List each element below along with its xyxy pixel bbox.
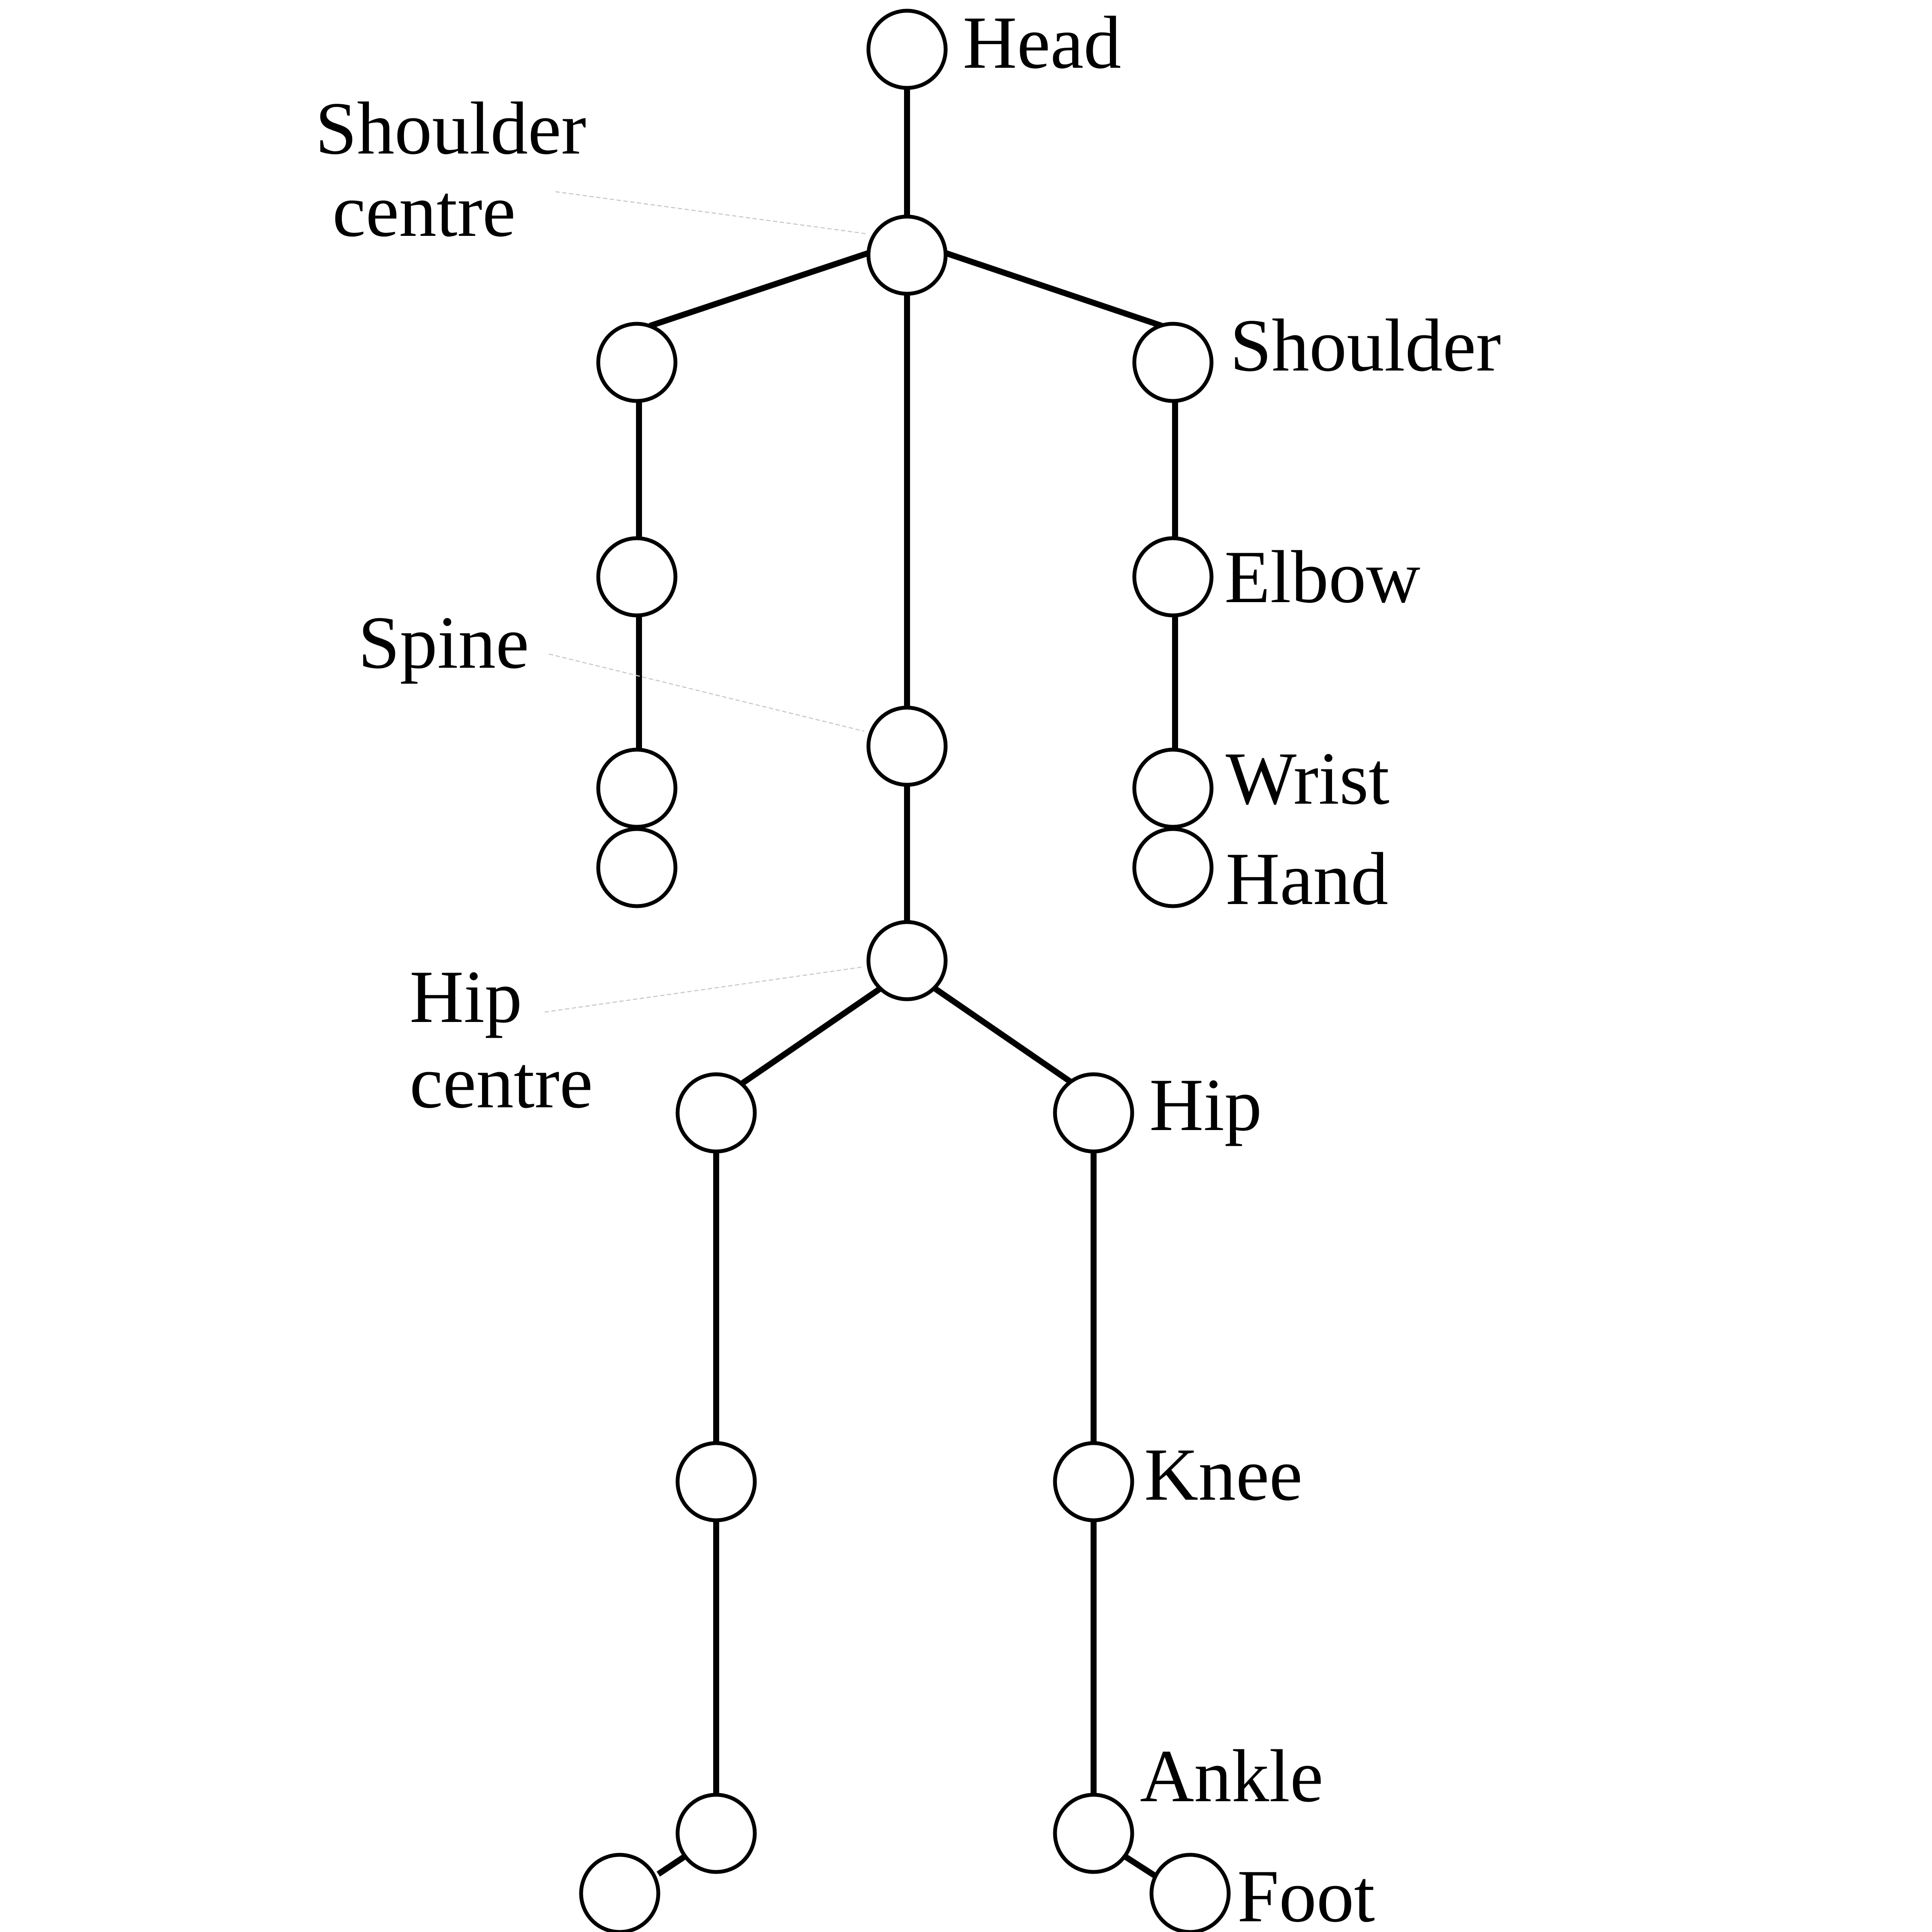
joint-shoulder-left — [596, 322, 678, 403]
bone-pelvis-left — [738, 984, 885, 1088]
label-knee: Knee — [1144, 1433, 1302, 1516]
label-shoulder-centre-line1: Shoulder — [315, 87, 586, 170]
joint-hip-centre — [866, 920, 948, 1001]
labels: Head Shoulder centre Shoulder Elbow Spin… — [315, 1, 1501, 1932]
label-elbow: Elbow — [1224, 535, 1420, 618]
joint-shoulder-centre — [866, 214, 948, 296]
label-wrist: Wrist — [1226, 737, 1389, 820]
label-ankle: Ankle — [1140, 1734, 1323, 1817]
joint-hip-left — [675, 1072, 757, 1154]
label-hand: Hand — [1226, 837, 1388, 920]
bone-foot-left — [657, 1854, 686, 1877]
leader-hip-centre — [544, 966, 862, 1013]
joint-wrist-right — [1132, 747, 1214, 829]
joint-foot-left — [579, 1853, 660, 1932]
label-foot: Foot — [1237, 1854, 1375, 1932]
joint-hand-right — [1132, 827, 1214, 908]
bone-clavicle-right — [944, 250, 1163, 329]
bone-pelvis-right — [933, 986, 1074, 1085]
joint-knee-right — [1053, 1441, 1134, 1522]
label-head: Head — [963, 1, 1121, 84]
joint-shoulder-right — [1132, 322, 1214, 403]
label-hip: Hip — [1149, 1063, 1262, 1146]
leader-lines — [544, 191, 867, 1013]
joints — [579, 9, 1231, 1932]
joint-elbow-right — [1132, 536, 1214, 618]
label-shoulder-centre-line2: centre — [332, 169, 515, 252]
leader-spine — [549, 653, 865, 732]
joint-ankle-left — [675, 1793, 757, 1874]
bone-clavicle-left — [648, 250, 870, 329]
joint-ankle-right — [1053, 1793, 1134, 1874]
label-hip-centre-line1: Hip — [410, 955, 522, 1038]
leader-shoulder-centre — [555, 191, 867, 235]
joint-foot-right — [1149, 1853, 1231, 1932]
joint-knee-left — [675, 1441, 757, 1522]
bones — [636, 88, 1178, 1879]
joint-wrist-left — [596, 747, 678, 829]
joint-elbow-left — [596, 536, 678, 618]
bone-foot-right — [1124, 1854, 1157, 1879]
joint-hand-left — [596, 827, 678, 908]
joint-hip-right — [1053, 1072, 1134, 1154]
label-shoulder: Shoulder — [1230, 304, 1501, 387]
joint-head — [866, 9, 948, 90]
label-hip-centre-line2: centre — [410, 1040, 593, 1124]
label-spine: Spine — [358, 601, 529, 684]
joint-spine — [866, 705, 948, 787]
